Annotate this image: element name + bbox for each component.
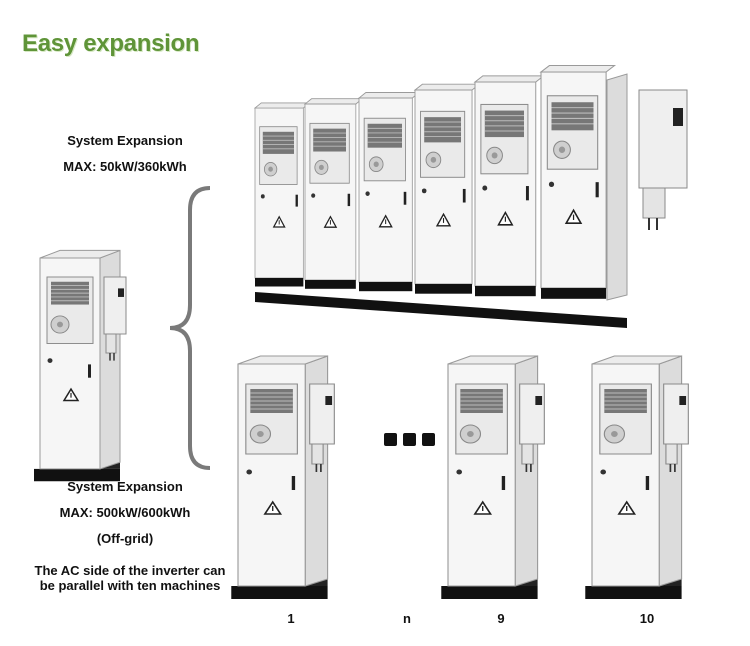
page-title: Easy expansion bbox=[22, 30, 200, 57]
bottom-expansion-mode: (Off-grid) bbox=[96, 531, 154, 546]
bottom-expansion-heading: System Expansion bbox=[67, 479, 183, 494]
rack-cabinet-5 bbox=[474, 75, 545, 297]
parallel-note: The AC side of the inverter can be paral… bbox=[10, 563, 250, 593]
top-expansion-heading: System Expansion bbox=[67, 133, 183, 148]
rack-inverter bbox=[638, 89, 688, 230]
parallel-note-line2: be parallel with ten machines bbox=[39, 578, 221, 593]
rack-cabinet-4 bbox=[414, 83, 481, 295]
top-expansion-max: MAX: 50kW/360kWh bbox=[63, 159, 187, 174]
bottom-expansion-label: System Expansion MAX: 500kW/600kWh (Off-… bbox=[30, 474, 220, 552]
curly-bracket-icon bbox=[169, 186, 211, 470]
rack-cabinet-6 bbox=[540, 64, 616, 300]
bottom-expansion-max: MAX: 500kW/600kWh bbox=[59, 505, 191, 520]
machine-10-cabinet bbox=[584, 355, 690, 600]
ellipsis-icon bbox=[384, 433, 435, 447]
rack-cabinet-1 bbox=[254, 102, 311, 288]
top-expansion-label: System Expansion MAX: 50kW/360kWh bbox=[40, 128, 210, 180]
parallel-note-line1: The AC side of the inverter can bbox=[34, 563, 226, 578]
machine-label-9: 9 bbox=[497, 611, 505, 626]
machine-label-n: n bbox=[403, 611, 411, 626]
battery-rack-illustration bbox=[254, 64, 688, 329]
machine-1-cabinet bbox=[230, 355, 336, 600]
rack-cabinet-2 bbox=[304, 98, 364, 290]
machine-label-1: 1 bbox=[287, 611, 295, 626]
machine-9-cabinet bbox=[440, 355, 546, 600]
machine-label-10: 10 bbox=[639, 611, 655, 626]
single-cabinet-illustration bbox=[33, 249, 127, 482]
rack-cabinet-3 bbox=[358, 91, 420, 292]
